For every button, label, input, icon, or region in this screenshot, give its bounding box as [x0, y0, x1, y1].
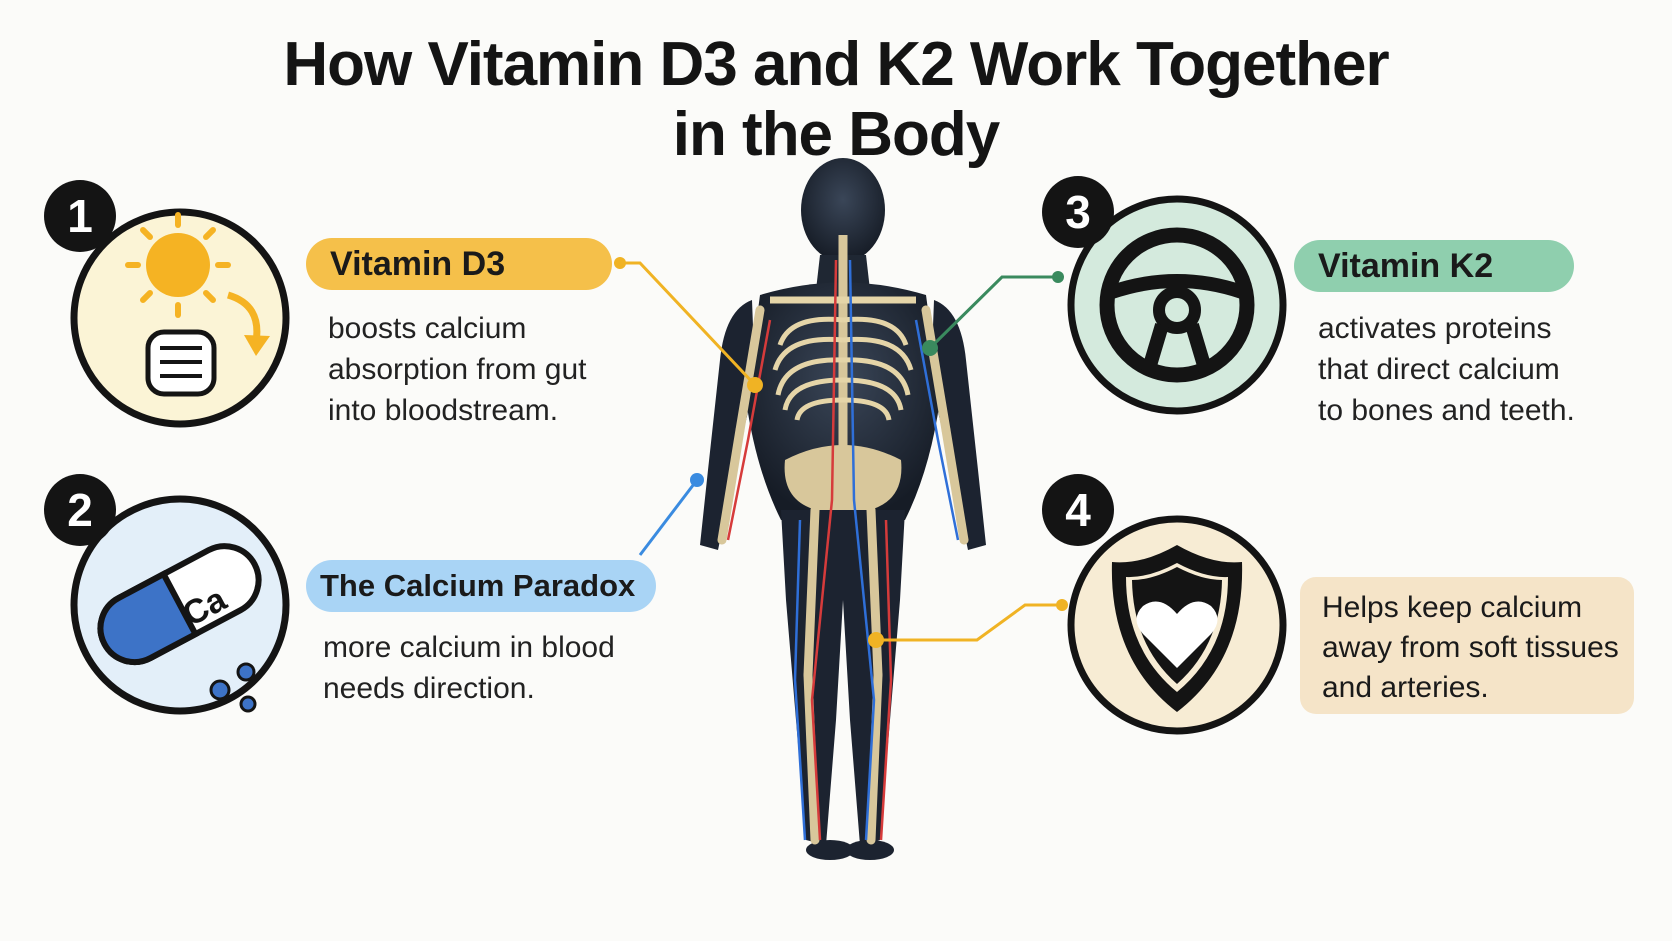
step-4-line-1: Helps keep calcium: [1322, 591, 1583, 624]
step-3-line-1: activates proteins: [1318, 312, 1552, 345]
step-2-line-2: needs direction.: [323, 672, 535, 705]
step-1-line-3: into bloodstream.: [328, 394, 559, 427]
step-1-description: boosts calcium absorption from gut into …: [328, 308, 586, 431]
step-3-icon-circle: [1067, 195, 1287, 415]
step-3-line-3: to bones and teeth.: [1318, 394, 1575, 427]
step-4-icon-circle: [1067, 515, 1287, 735]
step-2-heading: The Calcium Paradox: [306, 560, 656, 612]
step-3-description: activates proteins that direct calcium t…: [1318, 308, 1575, 431]
step-4-line-2: away from soft tissues: [1322, 631, 1619, 664]
step-4-line-3: and arteries.: [1322, 671, 1489, 704]
step-1-line-1: boosts calcium: [328, 312, 527, 345]
page-title: How Vitamin D3 and K2 Work Together in t…: [0, 30, 1672, 170]
step-1-badge: 1: [44, 180, 116, 252]
step-2-line-1: more calcium in blood: [323, 631, 615, 664]
step-3-heading: Vitamin K2: [1294, 240, 1574, 292]
step-1-heading: Vitamin D3: [306, 238, 612, 290]
step-4-badge: 4: [1042, 474, 1114, 546]
step-3-line-2: that direct calcium: [1318, 353, 1560, 386]
sun-and-intestine-icon: [125, 212, 270, 397]
steering-wheel-icon: [1099, 227, 1255, 383]
step-2-description: more calcium in blood needs direction.: [323, 627, 615, 709]
step-2-badge: 2: [44, 474, 116, 546]
heart-shield-icon: [1111, 545, 1243, 712]
step-3-badge: 3: [1042, 176, 1114, 248]
calcium-capsule-icon: [97, 543, 262, 666]
step-1-icon-circle: [70, 208, 290, 428]
step-4-callout: Helps keep calcium away from soft tissue…: [1300, 577, 1634, 714]
title-line-2: in the Body: [672, 100, 1001, 169]
title-line-1: How Vitamin D3 and K2 Work Together: [283, 30, 1389, 99]
step-2-icon-circle: [70, 495, 290, 715]
human-skeleton-icon: [700, 158, 986, 860]
connector-lines: [614, 257, 1068, 648]
step-1-line-2: absorption from gut: [328, 353, 587, 386]
